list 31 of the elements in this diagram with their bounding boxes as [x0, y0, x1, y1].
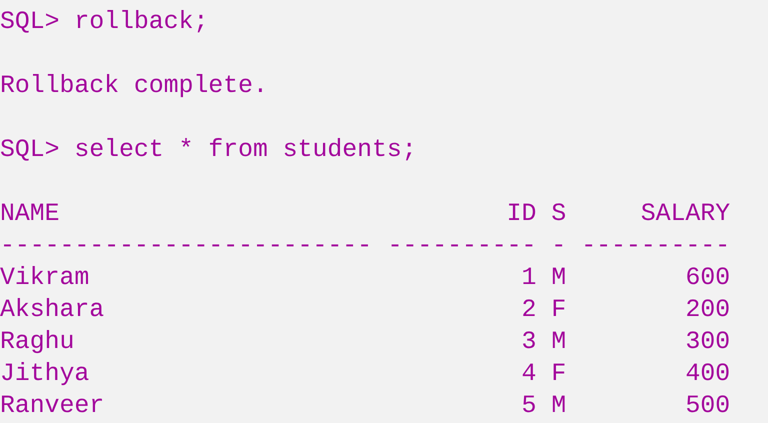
salary-value: 400 [686, 363, 729, 380]
id-value: 2 [523, 299, 535, 316]
name-value: Jithya [2, 362, 88, 386]
gender-value: F [554, 300, 564, 316]
gender-value: M [552, 332, 565, 348]
column-header: S [552, 203, 565, 220]
salary-value: 500 [687, 395, 729, 412]
header-divider: ---------- [392, 244, 532, 246]
column-header: NAME [2, 204, 58, 220]
column-header: SALARY [642, 203, 730, 220]
console-line: SQL> select * from students; [0, 138, 412, 161]
salary-value: 300 [687, 331, 729, 348]
column-header: ID [509, 204, 536, 220]
name-value: Vikram [0, 266, 88, 284]
console-line: SQL> rollback; [0, 10, 203, 33]
id-value: 4 [522, 364, 536, 380]
gender-value: M [552, 396, 565, 412]
gender-value: F [554, 364, 564, 380]
header-divider: ------------------------- [4, 244, 368, 246]
header-divider: - [555, 244, 562, 246]
header-divider: ---------- [585, 244, 726, 246]
salary-value: 600 [687, 267, 729, 284]
name-value: Akshara [0, 298, 104, 316]
salary-value: 200 [687, 299, 729, 316]
gender-value: M [552, 268, 565, 284]
id-value: 3 [523, 331, 535, 348]
id-value: 5 [523, 396, 535, 412]
name-value: Raghu [2, 330, 72, 354]
name-value: Ranveer [2, 396, 102, 412]
id-value: 1 [523, 268, 536, 284]
console-line: Rollback complete. [2, 74, 262, 98]
